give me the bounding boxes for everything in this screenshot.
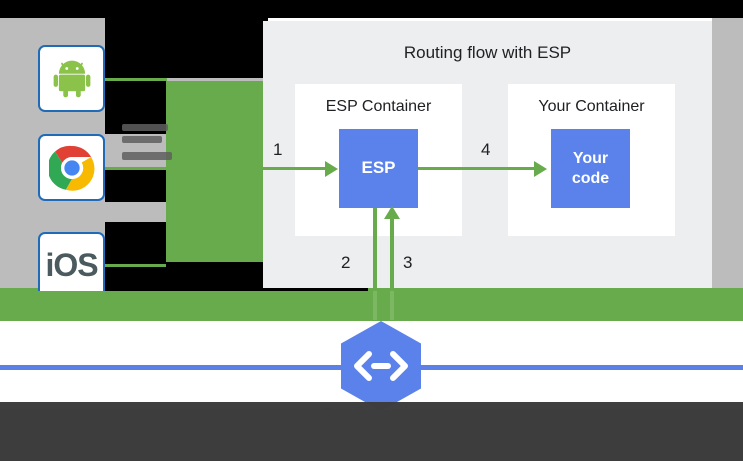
arrow-2-line-overlap — [373, 291, 377, 320]
bottom-redaction-veil — [0, 402, 743, 461]
step-number-4: 4 — [481, 140, 491, 159]
right-gutter — [712, 18, 743, 288]
your-code-node[interactable]: Your code — [551, 129, 630, 208]
ios-icon: iOS — [38, 232, 105, 299]
endpoints-hexagon-icon — [339, 320, 423, 412]
green-band-front — [0, 291, 743, 320]
arrow-4-line — [418, 167, 537, 170]
redaction-block — [105, 170, 166, 202]
blurred-label — [122, 152, 172, 160]
green-block — [166, 81, 263, 262]
ios-connector — [105, 264, 167, 267]
blurred-label — [122, 136, 162, 143]
step-number-2: 2 — [341, 253, 351, 272]
step-number-1: 1 — [273, 140, 283, 159]
arrow-3-line-overlap — [390, 291, 394, 320]
arrow-3-line — [390, 217, 394, 320]
android-icon — [38, 45, 105, 112]
arrow-1-line — [263, 167, 329, 170]
esp-node[interactable]: ESP — [339, 129, 418, 208]
your-container-label: Your Container — [538, 98, 645, 115]
blurred-label — [122, 124, 168, 131]
arrow-4-head — [534, 161, 547, 177]
chrome-connector — [105, 167, 167, 170]
diagram-title: Routing flow with ESP — [403, 43, 572, 62]
your-code-line1: Your — [572, 150, 609, 168]
esp-container-label: ESP Container — [325, 98, 432, 115]
redaction-block — [105, 18, 268, 78]
ios-label: iOS — [45, 247, 98, 283]
chrome-icon — [38, 134, 105, 201]
arrow-1-head — [325, 161, 338, 177]
top-black-bar — [0, 0, 743, 18]
redaction-block — [105, 222, 166, 264]
arrow-2-line — [373, 208, 377, 320]
arrow-3-head — [384, 206, 400, 219]
your-code-line2: code — [571, 169, 610, 187]
step-number-3: 3 — [403, 253, 413, 272]
android-connector — [105, 78, 167, 81]
